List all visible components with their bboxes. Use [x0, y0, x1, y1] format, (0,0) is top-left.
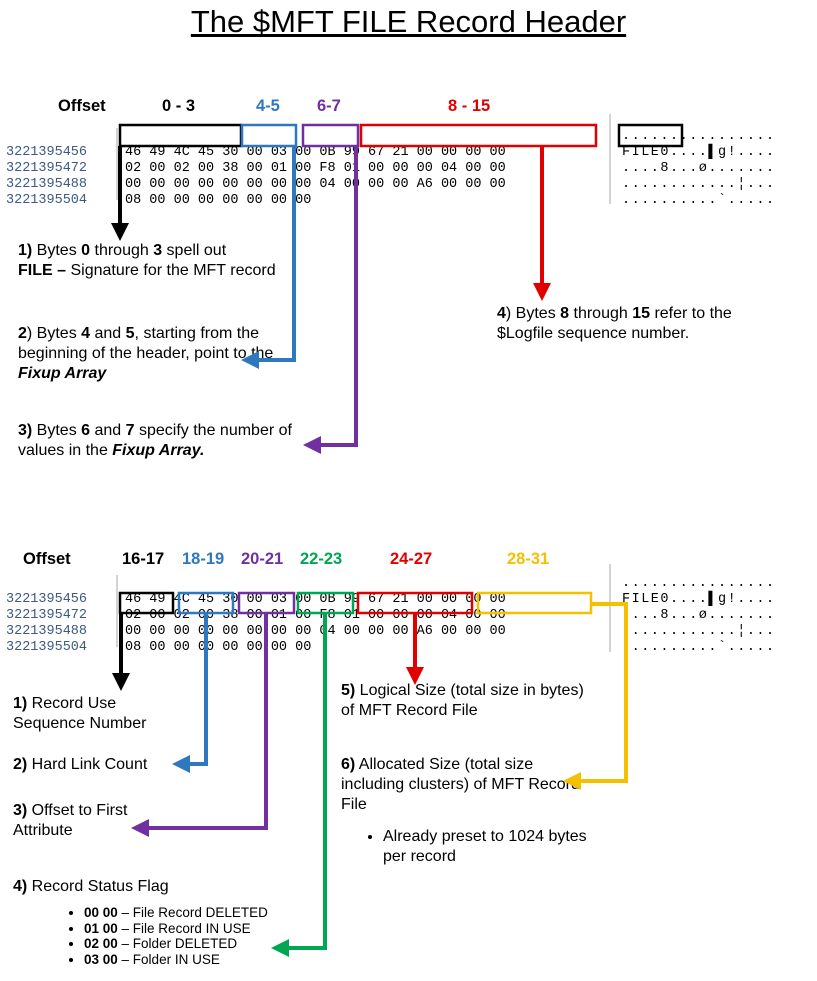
note-logical-size: 5) Logical Size (total size in bytes) of… — [341, 682, 584, 719]
arrow-bytes-28-31 — [563, 602, 628, 790]
ascii-row-2: ....8...ø....... — [622, 161, 776, 176]
range-header-22-23: 22-23 — [300, 550, 343, 568]
ascii-row-4: ..........`..... — [622, 640, 776, 655]
range-header-0-3: 0 - 3 — [162, 97, 196, 115]
box-bytes-20-21 — [237, 591, 296, 615]
hex-row-4: 08 00 00 00 00 00 00 00 — [125, 640, 312, 655]
page-title: The $MFT FILE Record Header — [190, 4, 627, 39]
offset-row-4: 3221395504 — [6, 193, 88, 208]
ascii-row-3: ............¦... — [622, 177, 776, 192]
hex-row-4: 08 00 00 00 00 00 00 00 — [125, 193, 312, 208]
hexdump-ascii-1: ................FILE0....▌g!........8...… — [622, 113, 776, 225]
box-bytes-0-3 — [118, 123, 243, 148]
note-4-logfile: 4) Bytes 8 through 15 refer to the $Logf… — [497, 305, 732, 342]
note-1-signature: 1) Bytes 0 through 3 spell out FILE – Si… — [18, 242, 276, 279]
ascii-row-4: ..........`..... — [622, 193, 776, 208]
box-bytes-24-27 — [356, 591, 474, 615]
range-header-24-27: 24-27 — [390, 550, 433, 568]
hex-row-3: 00 00 00 00 00 00 00 00 04 00 00 00 A6 0… — [125, 177, 506, 192]
range-header-28-31: 28-31 — [507, 550, 550, 568]
range-header-6-7: 6-7 — [317, 97, 341, 115]
hexdump-bytes-1: 46 49 4C 45 30 00 03 00 0B 99 67 21 00 0… — [125, 129, 506, 225]
offset-row-3: 3221395488 — [6, 177, 88, 192]
flag-item-inuse-folder: 03 00 – Folder IN USE — [84, 952, 268, 968]
offset-row-1: 3221395456 — [6, 145, 88, 160]
offset-header: Offset — [58, 97, 106, 115]
ascii-row-2: ....8...ø....... — [622, 608, 776, 623]
ascii-row-3: ............¦... — [622, 624, 776, 639]
note-allocated-size: 6) Allocated Size (total size including … — [341, 756, 580, 813]
offset-row-1: 3221395456 — [6, 592, 88, 607]
ascii-top-row: ................ — [622, 129, 776, 144]
allocated-size-bullet: Already preset to 1024 bytes per record — [355, 827, 595, 867]
note-2-fixup-offset: 2) Bytes 4 and 5, starting from the begi… — [18, 325, 274, 382]
box-bytes-28-31 — [476, 591, 593, 615]
arrow-bytes-6-7 — [303, 146, 358, 454]
arrow-bytes-22-23 — [271, 613, 327, 957]
box-ascii-file — [617, 123, 684, 148]
box-bytes-16-17 — [118, 591, 175, 615]
ascii-row-1: FILE0....▌g!.... — [622, 145, 776, 160]
range-header-8-15: 8 - 15 — [448, 97, 491, 115]
status-flag-list: 00 00 – File Record DELETED 01 00 – File… — [62, 905, 268, 967]
hex-row-1: 46 49 4C 45 30 00 03 00 0B 99 67 21 00 0… — [125, 145, 506, 160]
flag-item-deleted-file: 00 00 – File Record DELETED — [84, 905, 268, 921]
box-bytes-8-15 — [359, 123, 598, 148]
arrow-bytes-4-5 — [241, 146, 296, 369]
range-header-4-5: 4-5 — [256, 97, 280, 115]
note-hard-link-count: 2) Hard Link Count — [13, 756, 148, 773]
note-3-fixup-count: 3) Bytes 6 and 7 specify the number of v… — [18, 422, 292, 459]
flag-item-inuse-file: 01 00 – File Record IN USE — [84, 921, 268, 937]
flag-item-deleted-folder: 02 00 – Folder DELETED — [84, 936, 268, 952]
note-first-attribute: 3) Offset to First Attribute — [13, 802, 128, 839]
ascii-row-1: FILE0....▌g!.... — [622, 592, 776, 607]
hexdump-ascii-2: ................FILE0....▌g!........8...… — [622, 560, 776, 672]
range-header-20-21: 20-21 — [241, 550, 284, 568]
box-bytes-22-23 — [296, 591, 355, 615]
ascii-top-row: ................ — [622, 576, 776, 591]
arrow-bytes-20-21 — [131, 613, 268, 837]
box-bytes-6-7 — [301, 123, 360, 148]
offset-row-2: 3221395472 — [6, 161, 88, 176]
arrow-bytes-18-19 — [172, 613, 208, 773]
note-sequence-number: 1) Record Use Sequence Number — [13, 695, 147, 732]
note-status-flag: 4) Record Status Flag — [13, 878, 169, 895]
offset-header-2: Offset — [23, 550, 71, 568]
box-bytes-18-19 — [177, 591, 235, 615]
range-header-16-17: 16-17 — [122, 550, 165, 568]
offset-row-2: 3221395472 — [6, 608, 88, 623]
box-bytes-4-5 — [240, 123, 298, 148]
offset-row-3: 3221395488 — [6, 624, 88, 639]
offset-row-4: 3221395504 — [6, 640, 88, 655]
range-header-18-19: 18-19 — [182, 550, 225, 568]
hex-row-3: 00 00 00 00 00 00 00 00 04 00 00 00 A6 0… — [125, 624, 506, 639]
